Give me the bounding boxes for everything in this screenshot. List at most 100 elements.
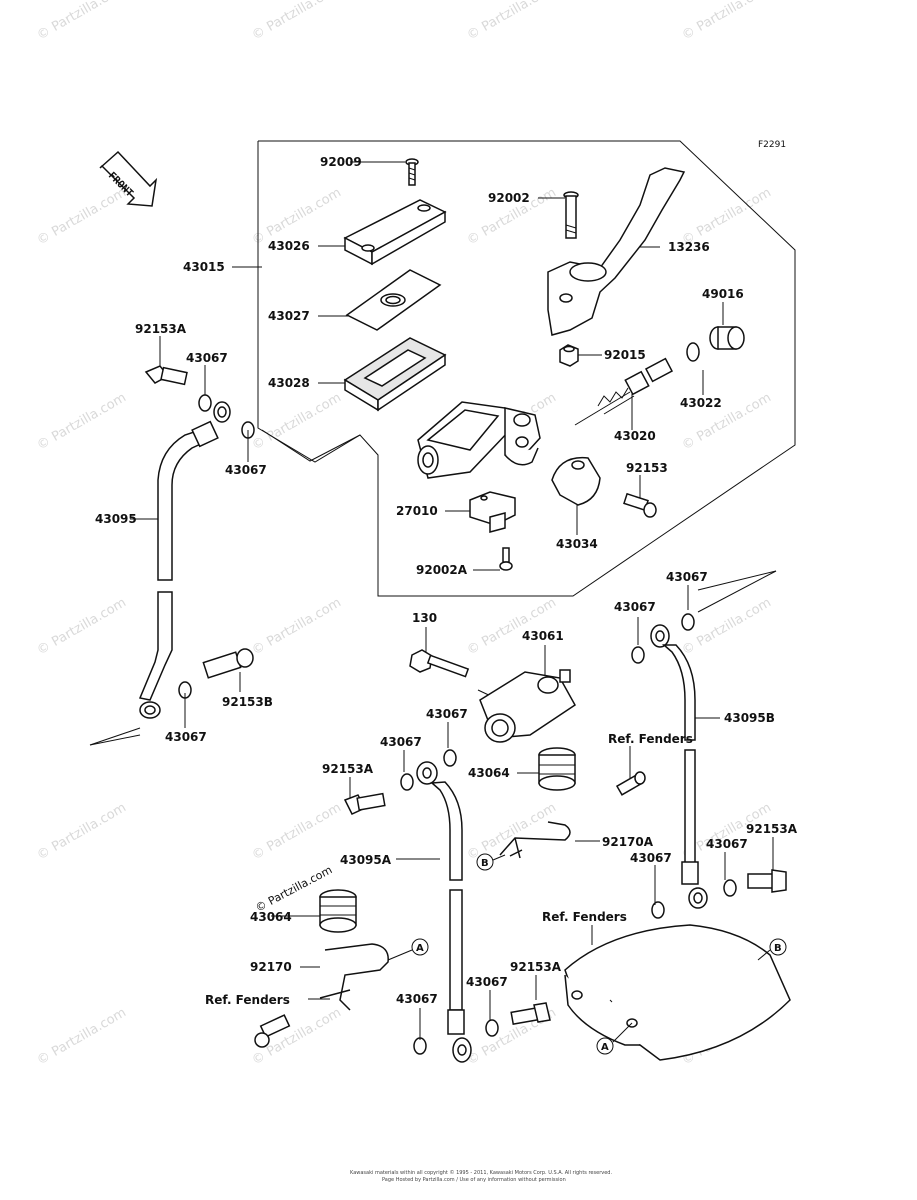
callout-b1: B [476,853,506,871]
part-label-43067-1: 43067 [186,351,228,365]
part-label-43095: 43095 [95,512,137,526]
watermark-text: © Partzilla.com [465,800,559,863]
watermark-text: © Partzilla.com [465,0,559,43]
part-label-43067-7: 43067 [380,735,422,749]
clutch-lever-icon [547,167,686,336]
bolt-92153-icon [623,492,657,518]
watermark-text: © Partzilla.com [35,390,129,453]
part-label-92153a-3: 92153A [746,822,798,836]
svg-text:B: B [774,943,782,954]
diagram-code: F2291 [758,140,786,150]
parts-drawings [138,158,791,1063]
callout-a1: A [387,938,429,961]
circlip-43022-icon [686,342,700,362]
watermark-text: © Partzilla.com [35,185,129,248]
part-label-130: 130 [412,611,437,625]
part-label-43034: 43034 [556,537,598,551]
part-label-13236: 13236 [668,240,710,254]
part-label-43028: 43028 [268,376,310,390]
part-label-92002a: 92002A [416,563,468,577]
hose-43095a-icon [416,761,472,1063]
screw-92002a-icon [499,547,513,571]
part-label-92009: 92009 [320,155,362,169]
callout-a2: A [596,1022,633,1055]
part-label-92002: 92002 [488,191,530,205]
part-label-43064-1: 43064 [468,766,510,780]
part-label-43067-6: 43067 [426,707,468,721]
bolt-left-bottom-icon [254,1014,291,1048]
master-cylinder-body-icon [417,401,541,479]
part-label-43095a: 43095A [340,853,392,867]
clamp-43034-icon [551,456,601,506]
part-label-92153a-1: 92153A [135,322,187,336]
part-label-43061: 43061 [522,629,564,643]
part-label-43067-8: 43067 [630,851,672,865]
part-label-92153b: 92153B [222,695,273,709]
master-cylinder-enclosure [257,140,796,597]
part-label-92153: 92153 [626,461,668,475]
clamp-92170a-icon [499,821,571,859]
slave-cylinder-43061-icon [479,669,576,743]
washer-icon [631,646,645,664]
part-label-43015: 43015 [183,260,225,274]
part-label-43067-9: 43067 [706,837,748,851]
watermark-text: © Partzilla.com [250,390,344,453]
part-label-43020: 43020 [614,429,656,443]
watermark-text: © Partzilla.com [35,1005,129,1068]
part-label-43027: 43027 [268,309,310,323]
part-label-ref-fenders-3: Ref. Fenders [205,993,290,1007]
svg-text:A: A [601,1042,609,1053]
washer-icon [681,613,695,631]
clamp-92170-icon [319,943,389,1011]
part-label-43022: 43022 [680,396,722,410]
rubber-damper-43064-icon [538,747,576,791]
fender-icon [564,924,791,1061]
dust-boot-49016-icon [709,326,745,350]
part-label-92153a-4: 92153A [510,960,562,974]
washer-icon [485,1019,499,1037]
washer-icon [651,901,665,919]
washer-icon [241,421,255,439]
piston-assembly-icon [597,357,674,415]
part-label-ref-fenders-2: Ref. Fenders [542,910,627,924]
washer-icon [400,773,414,791]
watermark-text: © Partzilla.com [250,595,344,658]
banjo-bolt-92153a-right-icon [747,869,787,893]
switch-27010-icon [469,491,516,533]
part-label-43067-3: 43067 [165,730,207,744]
watermark-text: © Partzilla.com [250,0,344,43]
part-label-27010: 27010 [396,504,438,518]
banjo-bolt-92153a-left-icon [144,365,188,386]
watermark-text: © Partzilla.com [250,800,344,863]
bolt-icon [615,771,646,796]
part-label-43067-4: 43067 [614,600,656,614]
part-label-43095b: 43095B [724,711,775,725]
hose-43095b-icon [650,624,708,909]
part-label-43026: 43026 [268,239,310,253]
bolt-130-icon [409,649,470,678]
washer-icon [723,879,737,897]
watermark-text: © Partzilla.com [35,0,129,43]
part-label-92153a-2: 92153A [322,762,374,776]
washer-icon [178,681,192,699]
svg-text:A: A [416,943,424,954]
part-label-92015: 92015 [604,348,646,362]
pivot-bolt-92002-icon [563,191,579,239]
washer-icon [198,394,212,412]
washer-icon [413,1037,427,1055]
watermark-text: © Partzilla.com [680,0,774,43]
watermark-text: © Partzilla.com [680,595,774,658]
part-label-43067-2: 43067 [225,463,267,477]
part-label-43067-11: 43067 [466,975,508,989]
part-label-43067-5: 43067 [666,570,708,584]
part-label-49016: 49016 [702,287,744,301]
banjo-bolt-92153b-icon [202,648,254,679]
watermark-text: © Partzilla.com [35,595,129,658]
leader-lines [89,161,777,1040]
part-label-43064-2: 43064 [250,910,292,924]
part-labels: 92009 92002 13236 43026 43015 43027 49016 92015… [95,155,798,1007]
part-label-92170a: 92170A [602,835,654,849]
rubber-damper-43064-2-icon [319,889,357,933]
banjo-bolt-92153a-bottom-icon [510,1002,551,1026]
